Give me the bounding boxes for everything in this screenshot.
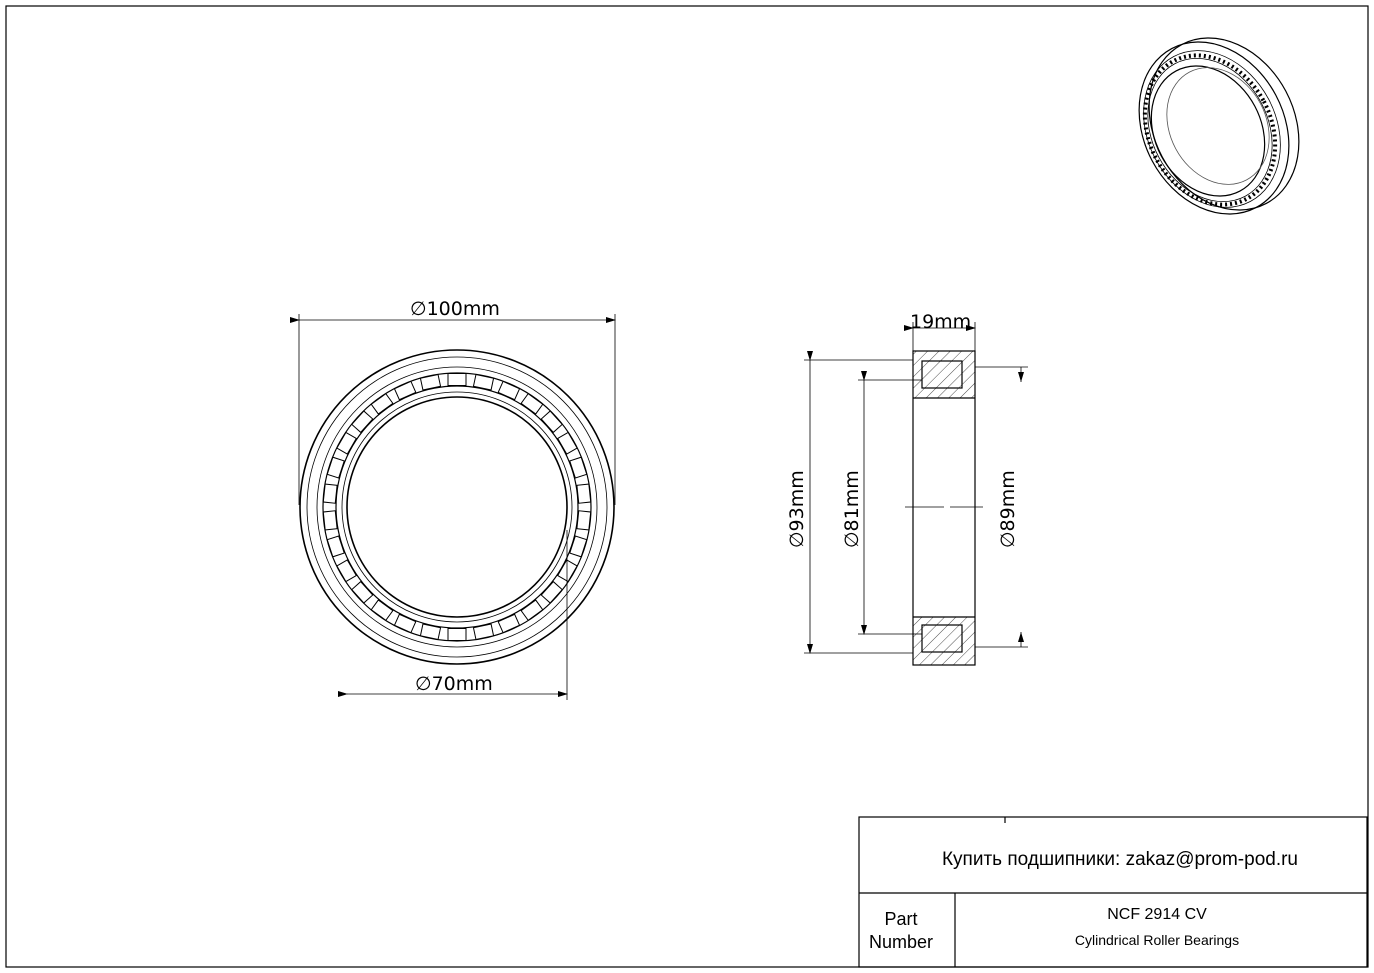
outer-diameter-label: ∅100mm: [410, 298, 500, 320]
roller: [322, 510, 338, 531]
roller: [326, 535, 345, 558]
roller: [576, 483, 592, 504]
part-number: NCF 2914 CV: [1107, 906, 1207, 923]
roller: [447, 373, 467, 386]
d89-label: ∅89mm: [997, 470, 1019, 548]
roller: [370, 599, 394, 621]
roller: [540, 580, 563, 604]
part-label-2: Number: [869, 932, 933, 952]
bore-diameter-label: ∅70mm: [415, 673, 493, 695]
roller: [472, 373, 495, 391]
roller: [419, 373, 442, 391]
roller: [336, 431, 357, 455]
dim-93: ∅93mm: [786, 351, 913, 654]
roller: [569, 535, 588, 558]
contact-text: Купить подшипники: zakaz@prom-pod.ru: [942, 849, 1298, 870]
isometric-view: [1138, 37, 1300, 215]
roller: [322, 483, 338, 504]
part-label-1: Part: [884, 909, 917, 929]
roller: [351, 410, 374, 434]
roller: [351, 580, 374, 604]
roller: [520, 393, 544, 415]
title-block: Купить подшипники: zakaz@prom-pod.ru Par…: [858, 816, 1368, 968]
dim-89: ∅89mm: [975, 366, 1028, 648]
roller: [419, 623, 442, 641]
roller: [576, 510, 592, 531]
roller: [569, 456, 588, 479]
roller: [497, 613, 521, 634]
roller: [370, 393, 394, 415]
section-view: [905, 350, 983, 666]
dim-81: ∅81mm: [841, 371, 913, 635]
roller: [540, 410, 563, 434]
d81-label: ∅81mm: [841, 470, 863, 548]
roller: [557, 431, 578, 455]
width-label: 19mm: [910, 311, 971, 333]
dim-width: 19mm: [904, 311, 976, 351]
sheet-border: [5, 5, 1369, 968]
d93-label: ∅93mm: [786, 470, 808, 548]
roller: [557, 559, 578, 583]
dim-bore-diameter: ∅70mm: [338, 530, 568, 700]
dim-outer-diameter: ∅100mm: [290, 298, 616, 505]
roller: [326, 456, 345, 479]
roller: [336, 559, 357, 583]
roller: [472, 623, 495, 641]
roller: [497, 380, 521, 401]
roller: [393, 613, 417, 634]
front-view: [299, 349, 615, 665]
roller: [520, 599, 544, 621]
roller: [393, 380, 417, 401]
roller-set: [322, 373, 592, 641]
part-description: Cylindrical Roller Bearings: [1075, 932, 1239, 948]
roller: [447, 628, 467, 641]
